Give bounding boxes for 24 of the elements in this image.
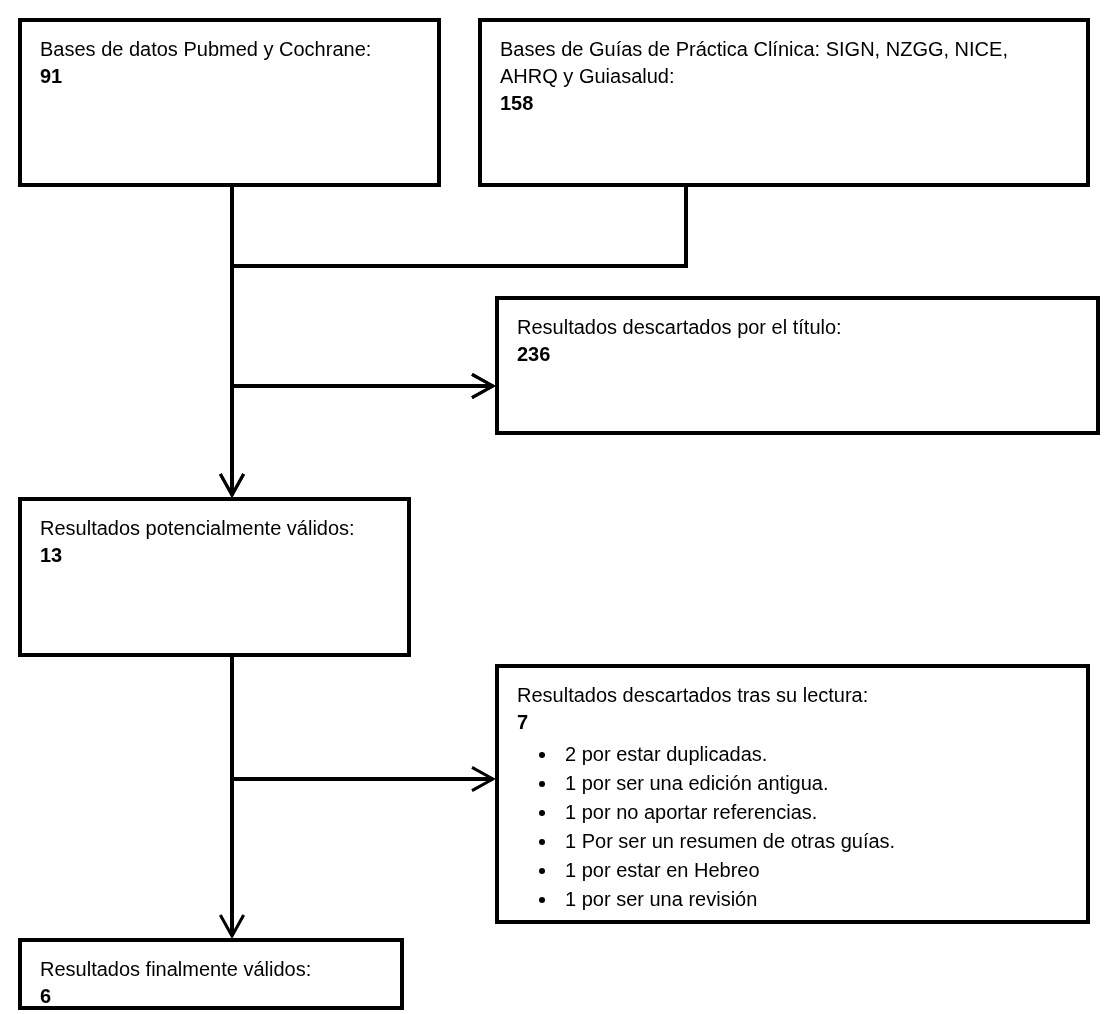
- count-value: 91: [40, 64, 64, 89]
- count-value: 7: [517, 710, 530, 735]
- count-value: 158: [500, 91, 535, 116]
- bullet-item: 1 por estar en Hebreo: [565, 859, 760, 881]
- box-heading: Resultados potencialmente válidos:: [40, 516, 356, 541]
- box-heading: Resultados descartados tras su lectura:: [517, 683, 870, 708]
- bullet-item: 1 por ser una revisión: [565, 888, 758, 910]
- count-value: 13: [40, 543, 64, 568]
- process-box: [478, 18, 1090, 187]
- process-box: [495, 664, 1090, 924]
- box-heading: Bases de Guías de Práctica Clínica: SIGN, NZGG, NICE, AHRQ y Guiasalud:: [500, 37, 1009, 89]
- bullet-item: 1 por no aportar referencias.: [565, 801, 818, 823]
- box-heading: Bases de datos Pubmed y Cochrane:: [40, 37, 373, 62]
- process-box: [495, 296, 1100, 435]
- count-value: 6: [40, 984, 53, 1009]
- count-value: 236: [517, 342, 552, 367]
- process-box: [18, 938, 404, 1010]
- box-heading: Resultados finalmente válidos:: [40, 957, 313, 982]
- process-box: [18, 497, 411, 657]
- process-box: [18, 18, 441, 187]
- bullet-item: 1 por ser una edición antigua.: [565, 772, 829, 794]
- bullet-item: 2 por estar duplicadas.: [565, 743, 768, 765]
- bullet-item: 1 Por ser un resumen de otras guías.: [565, 830, 896, 852]
- box-heading: Resultados descartados por el título:: [517, 315, 843, 340]
